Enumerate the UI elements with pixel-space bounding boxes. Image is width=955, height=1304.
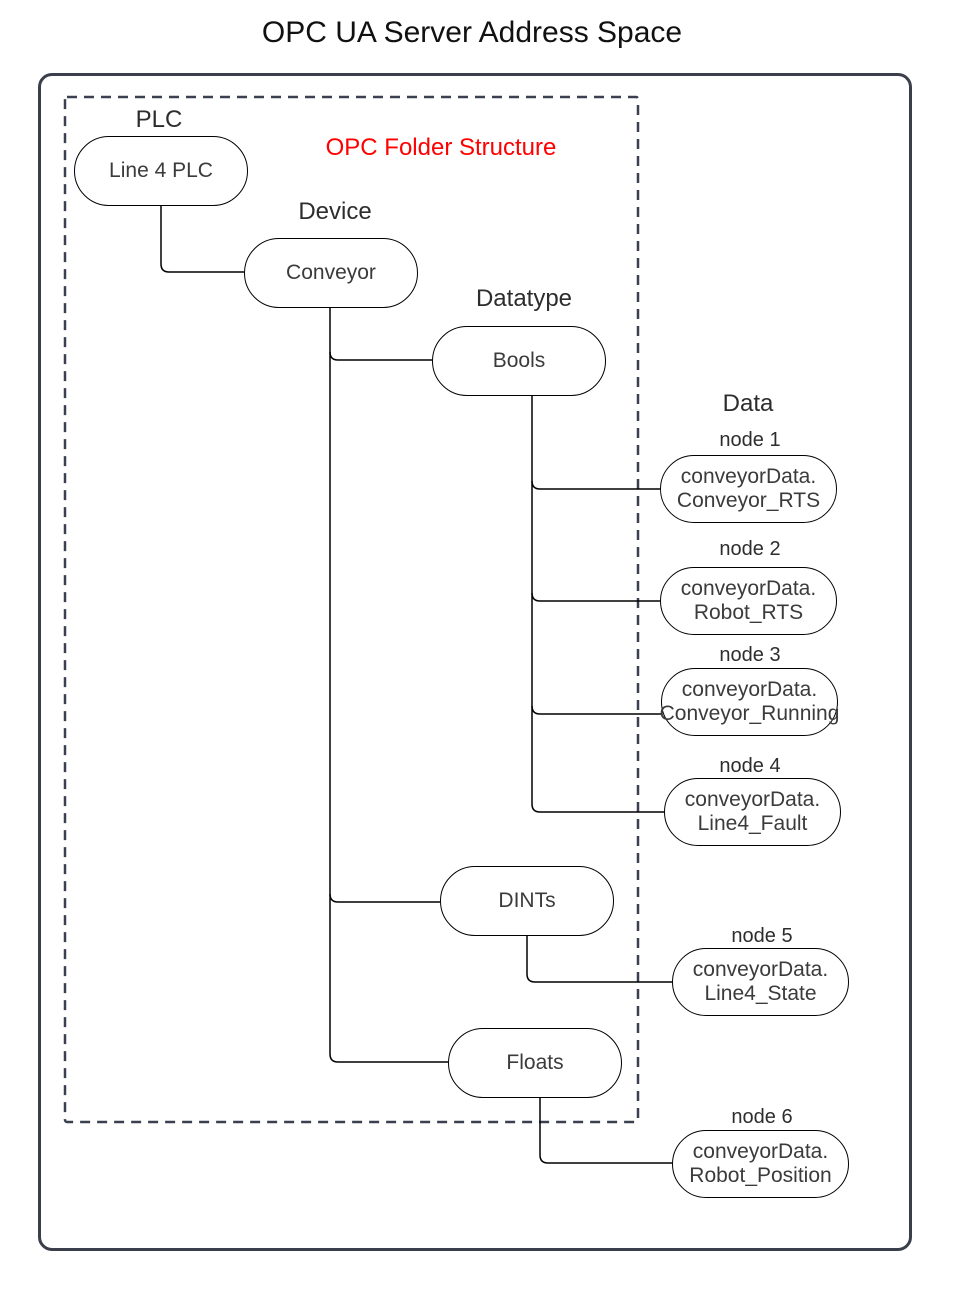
- node-line4-fault: conveyorData. Line4_Fault: [664, 778, 841, 846]
- label-node-3: node 3: [719, 644, 781, 666]
- node-robot-position-line1: conveyorData.: [692, 1140, 829, 1163]
- address-space-frame: [38, 73, 912, 1251]
- edge-bools-trunk: [531, 396, 664, 813]
- edge-bools-to-node3: [531, 705, 661, 715]
- edge-floats-to-node6: [539, 1098, 672, 1164]
- label-node-4: node 4: [719, 755, 781, 777]
- label-node-5: node 5: [731, 925, 793, 947]
- node-conveyor-running: conveyorData. Conveyor_Running: [659, 668, 840, 736]
- edge-bools-to-node1: [531, 480, 660, 490]
- node-dints-text: DINTs: [498, 889, 556, 912]
- node-conveyor-rts-line1: conveyorData.: [680, 465, 817, 488]
- node-line4-fault-line2: Line4_Fault: [697, 812, 808, 835]
- label-plc: PLC: [135, 106, 183, 133]
- edge-device-to-bools: [329, 351, 432, 361]
- node-conveyor: Conveyor: [244, 238, 418, 308]
- edge-device-to-dints: [329, 893, 440, 903]
- node-floats: Floats: [448, 1028, 622, 1098]
- node-line4-plc-text: Line 4 PLC: [109, 159, 213, 182]
- node-line4-state-line2: Line4_State: [704, 982, 817, 1005]
- node-robot-rts: conveyorData. Robot_RTS: [660, 567, 837, 635]
- node-line4-state: conveyorData. Line4_State: [672, 948, 849, 1016]
- label-opc-folder-structure: OPC Folder Structure: [325, 134, 557, 161]
- node-floats-text: Floats: [506, 1051, 564, 1074]
- label-node-1: node 1: [719, 429, 781, 451]
- node-robot-position: conveyorData. Robot_Position: [672, 1130, 849, 1198]
- node-conveyor-running-line1: conveyorData.: [681, 678, 818, 701]
- node-robot-position-line2: Robot_Position: [689, 1164, 832, 1187]
- node-line4-plc: Line 4 PLC: [74, 136, 248, 206]
- label-device: Device: [298, 198, 372, 225]
- node-line4-fault-line1: conveyorData.: [684, 788, 821, 811]
- edge-bools-to-node2: [531, 592, 660, 602]
- node-line4-state-line1: conveyorData.: [692, 958, 829, 981]
- label-datatype: Datatype: [475, 285, 573, 312]
- node-conveyor-running-line2: Conveyor_Running: [659, 702, 840, 725]
- node-conveyor-rts-line2: Conveyor_RTS: [676, 489, 821, 512]
- page-title: OPC UA Server Address Space: [261, 16, 683, 49]
- folder-structure-dashed-frame: [63, 95, 640, 1124]
- edge-dints-to-node5: [526, 936, 672, 983]
- node-bools: Bools: [432, 326, 606, 396]
- node-robot-rts-line2: Robot_RTS: [693, 601, 804, 624]
- label-data: Data: [722, 390, 774, 417]
- edge-device-trunk: [329, 308, 448, 1063]
- node-robot-rts-line1: conveyorData.: [680, 577, 817, 600]
- node-bools-text: Bools: [492, 349, 546, 372]
- edge-plc-to-device: [160, 206, 244, 273]
- label-node-6: node 6: [731, 1106, 793, 1128]
- node-conveyor-rts: conveyorData. Conveyor_RTS: [660, 455, 837, 523]
- node-conveyor-text: Conveyor: [286, 261, 376, 284]
- label-node-2: node 2: [719, 538, 781, 560]
- node-dints: DINTs: [440, 866, 614, 936]
